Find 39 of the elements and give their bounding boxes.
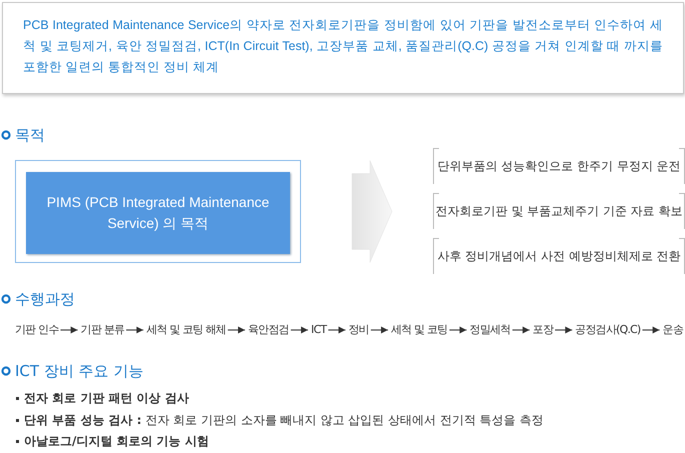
process-step: 운송 <box>662 322 683 338</box>
process-step: 포장 <box>532 322 554 338</box>
arrow <box>227 326 246 334</box>
process-step: ICT <box>311 322 326 338</box>
arrow <box>554 326 573 334</box>
title-box <box>26 172 290 254</box>
node-text: PCB Integrated Maintenance Service의 약자로 전자회로기판을 정비함에 있어 기판을 발전소로부터 인수하여 세척 및 코팅제거, 육안 정밀점검, ICT(In Circuit Test), 고장부품 교체, 품질관리(Q.C) 공정을 거쳐 인계할 때 까지를 포함한 일련의 통합적인 정비 체계 <box>23 17 663 76</box>
node-text: PIMS (PCB Integrated Maintenance Service) 의 목적 <box>46 193 270 233</box>
arrow <box>448 326 468 334</box>
bracket-box <box>433 238 685 274</box>
process-step: 기판 인수 <box>15 322 58 338</box>
arrow <box>642 326 660 334</box>
process-step: 세척 및 코팅 해체 <box>146 322 226 338</box>
outer-frame <box>15 160 301 263</box>
chevron-arrow <box>352 160 392 263</box>
list-item: 단위 부품 성능 검사 : 전자 회로 기판의 소자를 빼내지 않고 삽입된 상태에서 전기적 특성을 측정 <box>24 412 544 428</box>
node-text: 사후 정비개념에서 사전 예방정비체제로 전환 <box>437 248 681 264</box>
arrow <box>328 326 346 334</box>
section-heading: ICT 장비 주요 기능 <box>15 362 144 380</box>
arrow <box>290 326 309 334</box>
process-step: 육안점검 <box>248 322 289 338</box>
section-heading: 수행과정 <box>15 290 75 308</box>
node-text: 전자회로기판 및 부품교체주기 기준 자료 확보 <box>435 202 683 220</box>
process-step: 정비 <box>348 322 369 338</box>
process-step: 세척 및 코팅 <box>391 322 448 338</box>
bracket-box <box>433 193 685 229</box>
process-step: 정밀세척 <box>470 322 510 338</box>
process-step: 공정검사(Q.C) <box>575 322 640 338</box>
description-box <box>2 2 684 94</box>
bracket-box <box>433 148 685 184</box>
node-text: 단위부품의 성능확인으로 한주기 무정지 운전 <box>437 158 681 174</box>
arrow <box>60 326 78 334</box>
section-heading: 목적 <box>15 126 45 144</box>
arrow <box>370 326 389 334</box>
list-item: 전자 회로 기판 패턴 이상 검사 <box>24 390 189 406</box>
list-item: 아날로그/디지털 회로의 기능 시험 <box>24 433 209 449</box>
arrow <box>512 326 530 334</box>
process-step: 기판 분류 <box>80 322 124 338</box>
arrow <box>126 326 144 334</box>
